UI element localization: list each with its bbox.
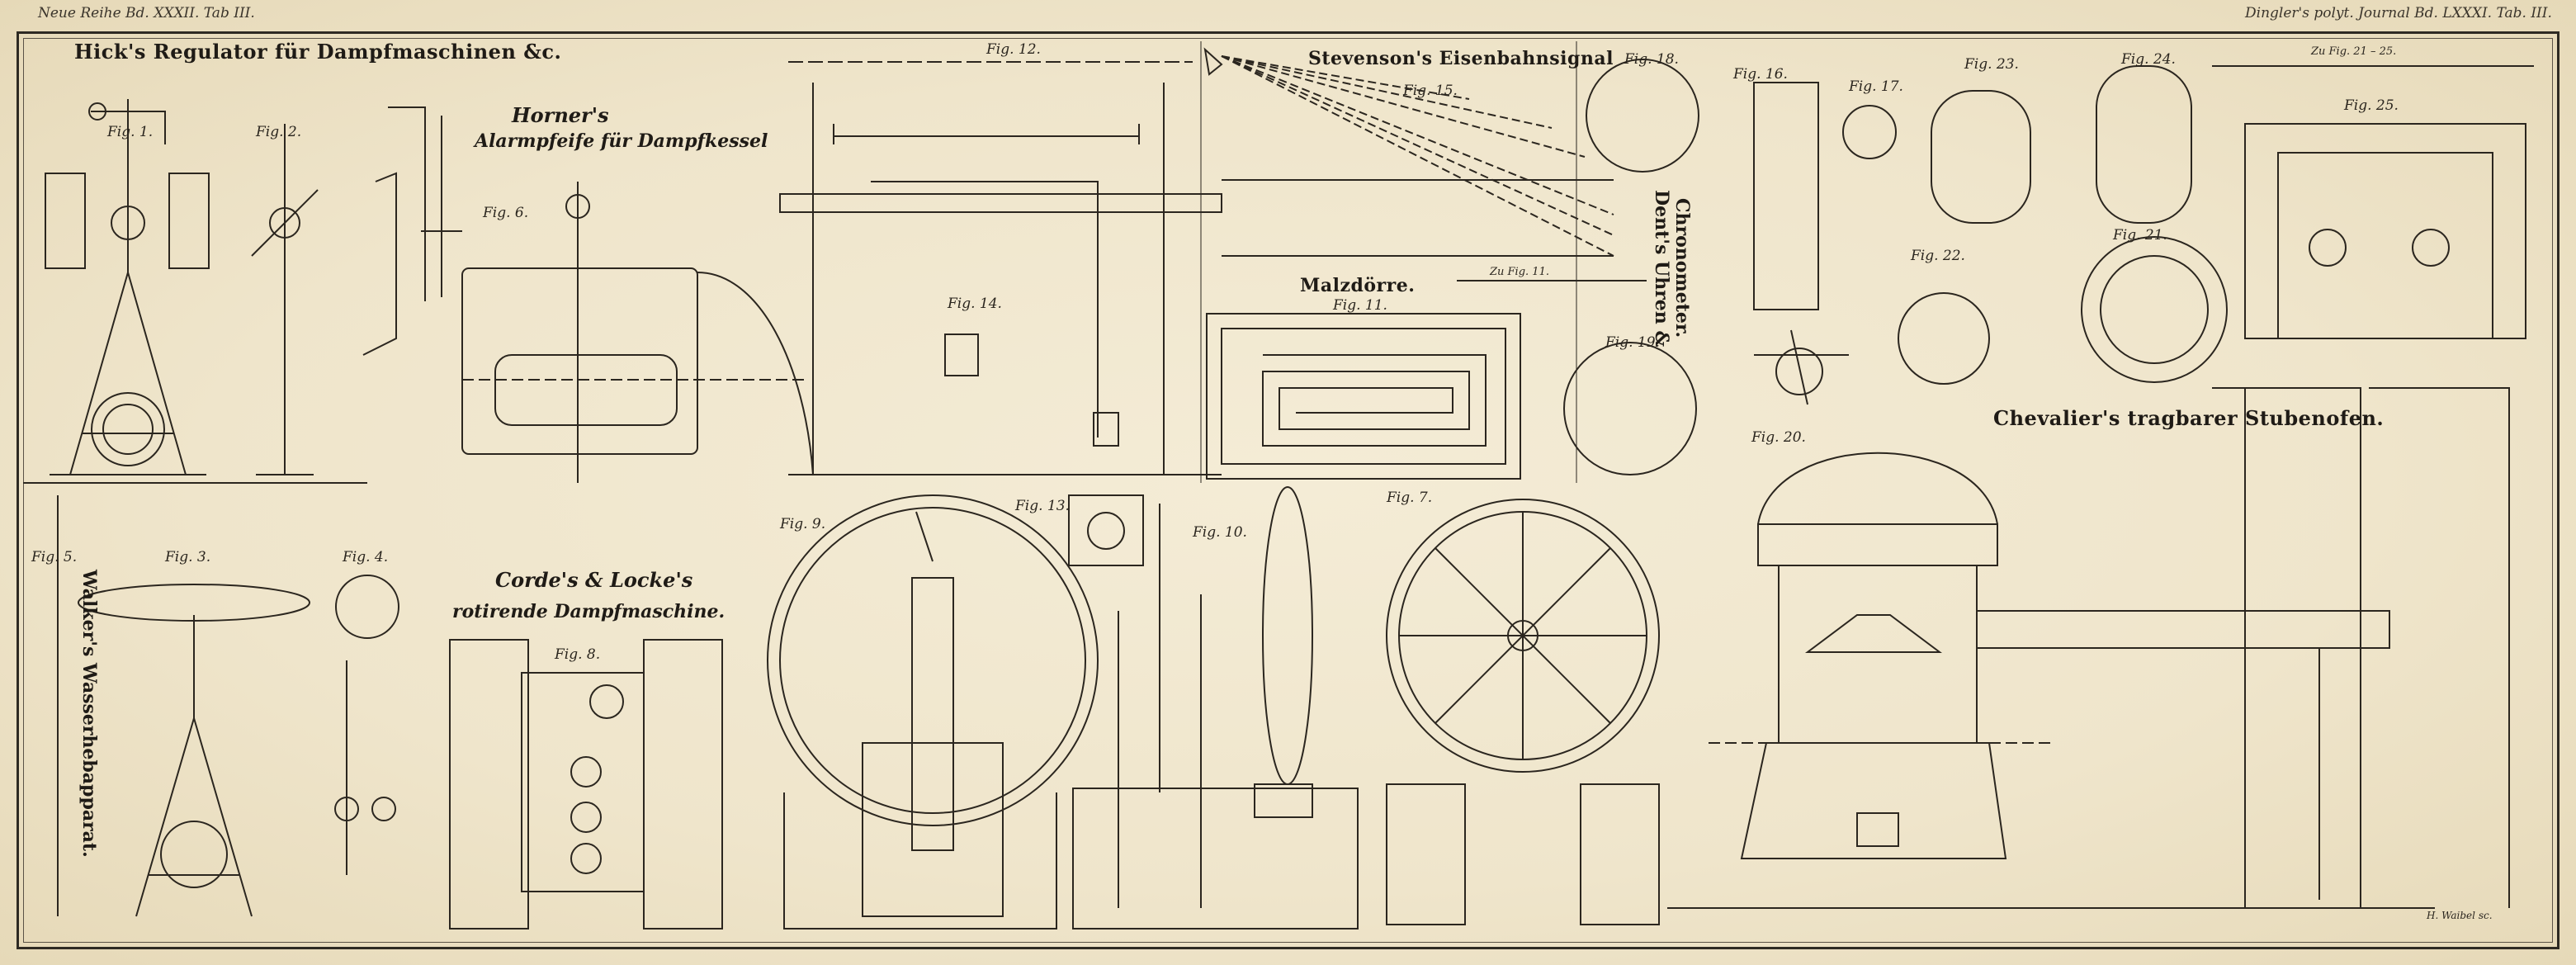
fig-label-8: Fig. 8. (555, 646, 601, 663)
title-dent-2: Chronometer. (1671, 198, 1693, 338)
plate-frame-inner (23, 38, 2553, 943)
fig-label-17: Fig. 17. (1849, 78, 1903, 95)
valve-pipe-drawing (362, 106, 462, 356)
chevalier-stove-drawing (1667, 387, 2510, 909)
dent-clocks-drawing (1563, 59, 1897, 475)
title-horner-2: Alarmpfeife für Dampfkessel (475, 130, 768, 152)
fig-label-20: Fig. 20. (1751, 429, 1806, 446)
fig-label-10: Fig. 10. (1193, 524, 1247, 541)
fig-label-11: Fig. 11. (1333, 297, 1387, 314)
fig-label-16: Fig. 16. (1733, 66, 1788, 83)
title-stevenson-signal: Stevenson's Eisenbahnsignal (1308, 48, 1614, 69)
scale-note: Zu Fig. 21 – 25. (2311, 45, 2397, 58)
title-corde-1: Corde's & Locke's (495, 568, 693, 592)
fig-label-6: Fig. 6. (483, 205, 529, 221)
fig-label-12: Fig. 12. (986, 41, 1041, 58)
fig-label-3: Fig. 3. (165, 549, 211, 565)
fig-label-1: Fig. 1. (107, 124, 154, 140)
title-hick-regulator: Hick's Regulator für Dampfmaschinen &c. (74, 40, 562, 64)
title-corde-2: rotirende Dampfmaschine. (452, 601, 726, 622)
fig-label-22: Fig. 22. (1911, 248, 1965, 264)
fig8-drawing (449, 639, 723, 930)
title-horner-1: Horner's (512, 103, 609, 127)
fig-label-14: Fig. 14. (948, 296, 1002, 312)
fig-label-23: Fig. 23. (1964, 56, 2019, 73)
stevenson-signal-drawing (1203, 47, 1647, 281)
fig-label-21: Fig. 21. (2113, 227, 2167, 244)
fig10-engine-drawing (1072, 486, 1359, 930)
fig-label-19: Fig. 19. (1605, 334, 1660, 351)
fig13-drawing (1068, 494, 1144, 566)
plate-frame (17, 31, 2559, 949)
title-malzdorre: Malzdörre. (1300, 275, 1416, 296)
header-left: Neue Reihe Bd. XXXII. Tab III. (38, 5, 255, 21)
fig-label-24: Fig. 24. (2121, 51, 2176, 68)
fig9-engine-drawing (767, 494, 1099, 930)
header-right: Dingler's polyt. Journal Bd. LXXXI. Tab.… (2245, 5, 2552, 21)
fig7-wheel-drawing (1386, 499, 1660, 925)
engraver-signature: H. Waibel sc. (2427, 910, 2493, 921)
fig-label-4: Fig. 4. (343, 549, 389, 565)
title-chevalier-stove: Chevalier's tragbarer Stubenofen. (1993, 406, 2385, 430)
fig-label-9: Fig. 9. (780, 516, 826, 532)
hick-regulator-drawing (45, 99, 210, 475)
fig-label-15: Fig. 15. (1403, 83, 1458, 99)
fig-label-25: Fig. 25. (2344, 97, 2399, 114)
title-walker: Walker's Wasserhebapparat. (78, 570, 100, 858)
fig-label-7: Fig. 7. (1387, 490, 1433, 506)
fig-label-13: Fig. 13. (1015, 498, 1070, 514)
fig12-frame-drawing (779, 61, 1222, 475)
walker-apparatus-drawing (57, 495, 399, 917)
title-dent-1: Dent's Uhren & (1651, 190, 1672, 348)
fig2-drawing (251, 124, 319, 475)
chevalier-parts-drawing (1898, 65, 2534, 385)
horner-boiler-drawing (461, 182, 814, 483)
fig-label-18: Fig. 18. (1624, 51, 1679, 68)
scale-note-11: Zu Fig. 11. (1490, 266, 1549, 278)
malzdorre-drawing (1206, 313, 1521, 480)
fig-label-2: Fig. 2. (256, 124, 302, 140)
fig-label-5: Fig. 5. (31, 549, 78, 565)
